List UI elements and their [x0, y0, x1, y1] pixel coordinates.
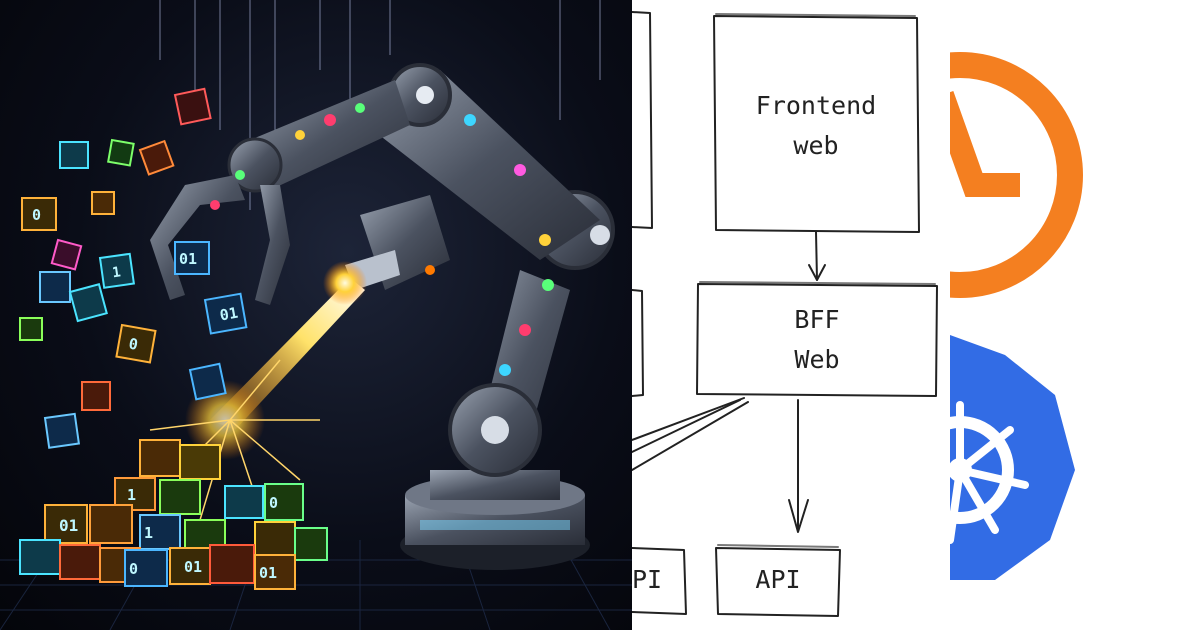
pile-cube-5: [224, 485, 264, 519]
cube-14-digit: 01: [218, 304, 239, 325]
frontend-web-label-line1: Frontend: [755, 91, 877, 120]
arrow-frontend-to-bff: [815, 231, 818, 281]
robot-joint-base-hub: [481, 416, 509, 444]
cube-13: 0: [115, 323, 157, 364]
pile-cube-17: 01: [169, 547, 211, 585]
api-label: API: [755, 565, 801, 594]
cube-7: 01: [174, 241, 210, 275]
orange-clock-ring-logo-icon: [950, 52, 1083, 298]
robot-arm-illustration: 0 01 1: [0, 0, 632, 630]
cube-7-digit: 01: [179, 250, 197, 268]
pile-cube-19-digit: 01: [259, 564, 277, 582]
cube-9: 1: [98, 252, 136, 289]
pile-cube-12: [294, 527, 328, 561]
partial-api-box: [632, 547, 687, 615]
cube-6: [91, 191, 115, 215]
pile-cube-9-digit: 1: [144, 524, 153, 542]
pile-cube-17-digit: 01: [184, 558, 202, 576]
robot-joint-elbow-hub: [590, 225, 610, 245]
partial-api-label: PI: [632, 565, 663, 594]
robot-base: [400, 470, 590, 570]
cube-2: [59, 141, 89, 169]
cube-9-digit: 1: [111, 264, 122, 281]
robot-gripper-right: [255, 185, 290, 305]
cube-16: [81, 381, 111, 411]
pile-cube-6-digit: 0: [269, 494, 278, 512]
pile-cube-16: 0: [124, 549, 168, 587]
logos-svg: [950, 52, 1083, 580]
api-box: [715, 547, 841, 617]
cube-5: 0: [21, 197, 57, 231]
kubernetes-helm-wheel-icon: [950, 335, 1075, 580]
cube-12: [19, 317, 43, 341]
cube-4: [138, 139, 175, 176]
pile-cube-4: [159, 479, 201, 515]
bff-web-label-line1: BFF: [794, 305, 840, 334]
line-bff-to-left-api-1: [632, 397, 745, 441]
pile-cube-7-digit: 01: [59, 516, 78, 535]
flying-cubes: 0 01 1: [19, 87, 248, 449]
cube-17: [43, 412, 81, 449]
pile-cube-2: [179, 444, 221, 480]
pile-cube-7: 01: [44, 504, 88, 544]
cube-15: [188, 362, 227, 401]
pile-cube-16-digit: 0: [129, 560, 138, 578]
partial-box-middle-left: [632, 289, 644, 397]
cube-1: [173, 87, 212, 126]
arm-leds: [210, 103, 554, 376]
cube-10: [39, 271, 71, 303]
laser-glow: [323, 261, 367, 305]
partial-box-top-left: [632, 11, 653, 229]
cube-3: [107, 138, 135, 167]
frontend-web-box: [713, 15, 920, 233]
pile-cube-9: 1: [139, 514, 181, 550]
cube-pile: 1 0 01 1: [19, 439, 328, 590]
cube-11: [68, 283, 108, 323]
pile-cube-3-digit: 1: [127, 486, 136, 504]
cube-5-digit: 0: [32, 206, 41, 224]
pile-cube-18: [209, 544, 255, 584]
robot-gripper-left: [150, 175, 245, 300]
pile-cube-14: [59, 544, 101, 580]
bff-architecture-diagram: Frontend web BFF Web PI API: [632, 0, 950, 630]
pile-cube-8: [89, 504, 133, 544]
bff-web-label-line2: Web: [794, 345, 840, 374]
robot-arm-scene: 0 01 1: [0, 0, 632, 630]
pile-cube-6: 0: [264, 483, 304, 521]
logos-panel: [950, 0, 1200, 630]
robot-forearm: [250, 80, 410, 190]
diagram-lines: [632, 11, 938, 617]
cube-13-digit: 0: [127, 335, 139, 354]
pile-cube-1: [139, 439, 181, 477]
frontend-web-label: Frontend web: [716, 86, 916, 166]
robot-joint-shoulder-hub: [416, 86, 434, 104]
pile-cube-19: 01: [254, 554, 296, 590]
pile-cube-13: [19, 539, 61, 575]
cube-8: [50, 238, 83, 271]
bff-web-label: BFF Web: [698, 300, 936, 380]
bff-web-box: [696, 283, 938, 397]
cube-14: 01: [203, 292, 248, 335]
pile-cube-11: [254, 521, 296, 559]
frontend-web-label-line2: web: [793, 131, 839, 160]
